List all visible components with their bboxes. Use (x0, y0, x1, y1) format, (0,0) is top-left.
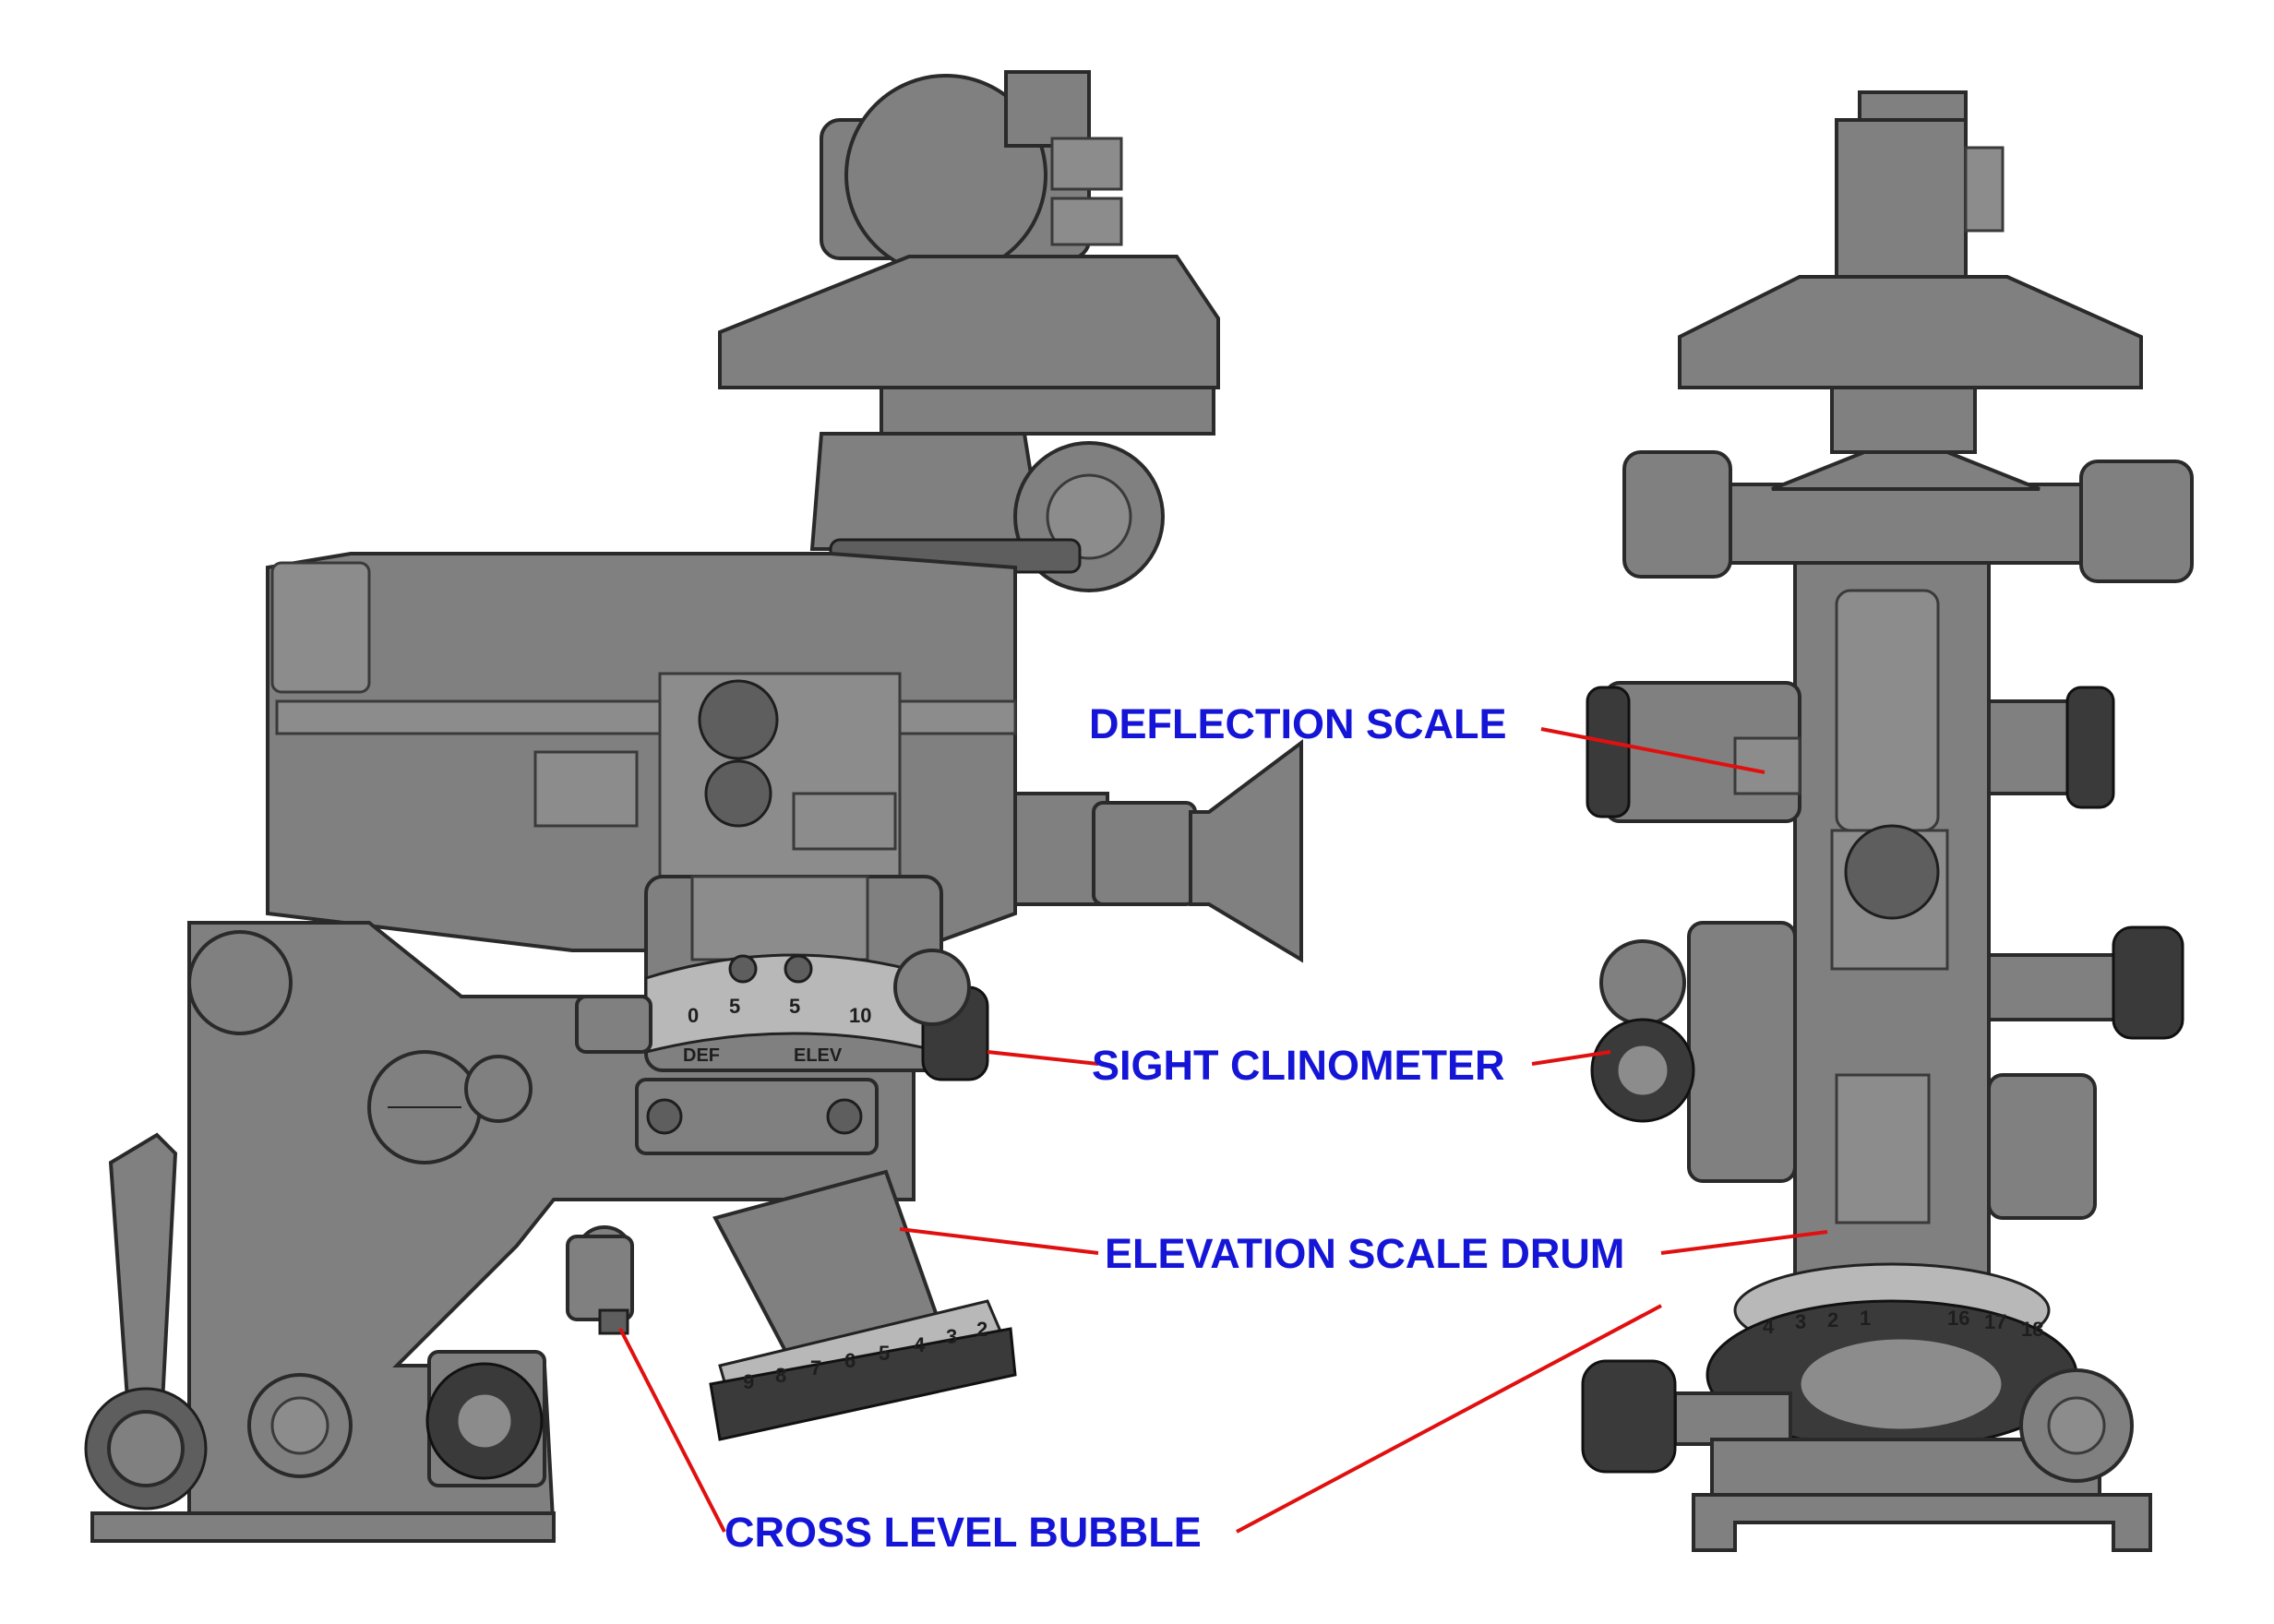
elevation-drum-number: 4 (1763, 1315, 1775, 1338)
elevation-drum-number: 18 (2021, 1318, 2043, 1341)
front-view-clinometer (1590, 921, 1797, 1183)
side-view-optic-head (820, 70, 1123, 277)
side-view-eyepiece (1013, 739, 1303, 963)
sight-side-view: 0 5 5 10 DEF ELEV 9 8 7 6 5 4 3 (84, 70, 1303, 1543)
front-view-optic-head (1835, 90, 2005, 279)
side-view-elevation-drum: 9 8 7 6 5 4 3 2 (709, 1169, 1017, 1441)
elev-scale-number: 10 (849, 1004, 871, 1027)
elevation-drum-number: 3 (1795, 1310, 1806, 1333)
elevation-drum-number: 6 (844, 1349, 856, 1372)
front-view-cap-plate (1678, 275, 2143, 389)
elevation-scale-drum-leader-left (899, 1227, 1099, 1255)
elevation-drum-number: 2 (976, 1318, 987, 1341)
elevation-drum-number: 3 (946, 1325, 957, 1348)
def-scale-number: 0 (688, 1004, 699, 1027)
elevation-drum-number: 16 (1947, 1307, 1969, 1330)
elevation-drum-number: 5 (879, 1342, 890, 1365)
deflection-scale-label: DEFLECTION SCALE (1089, 700, 1507, 747)
side-view-cap-plate (718, 255, 1220, 389)
elev-scale-number: 5 (789, 995, 800, 1018)
elev-scale-legend: ELEV (794, 1045, 843, 1066)
cross-level-bubble-leader-right (1236, 1304, 1662, 1534)
front-view-lower-right-box (1987, 1073, 2097, 1220)
cross-level-bubble-label: CROSS LEVEL BUBBLE (724, 1509, 1202, 1556)
elevation-drum-number: 9 (743, 1370, 754, 1393)
sight-clinometer-leader-right (1531, 1050, 1611, 1066)
leader-lines (618, 727, 1828, 1534)
elevation-drum-number: 1 (1860, 1307, 1871, 1330)
elevation-drum-number: 7 (810, 1356, 821, 1379)
elevation-drum-number: 2 (1827, 1308, 1838, 1331)
elevation-scale-drum-leader-right (1660, 1230, 1828, 1255)
sight-clinometer-leader-left (987, 1050, 1099, 1066)
front-view-crossbar (1622, 450, 2194, 583)
side-view-scale-plate: 0 5 5 10 DEF ELEV (644, 875, 943, 1072)
front-view-upper-right-knob (2065, 686, 2115, 809)
front-view-deflection-block (1586, 681, 1801, 823)
front-view-lower-left-knob (1581, 1359, 1677, 1474)
side-view-lever (84, 1132, 208, 1511)
elevation-drum-number: 8 (775, 1364, 786, 1387)
front-view-middle-right-knob (2112, 925, 2184, 1040)
sight-front-view: 4 3 2 1 16 17 18 (1581, 90, 2194, 1552)
side-view-cross-level-bubble (566, 1225, 634, 1335)
front-view-elevation-drum: 4 3 2 1 16 17 18 (1706, 1262, 2078, 1451)
front-view-base (1692, 1368, 2152, 1552)
side-view-collar (809, 432, 1046, 551)
def-scale-legend: DEF (683, 1045, 720, 1066)
deflection-scale-leader (1540, 727, 1765, 774)
elevation-drum-number: 4 (914, 1333, 926, 1356)
def-scale-number: 5 (729, 995, 740, 1018)
callout-labels: DEFLECTION SCALE SIGHT CLINOMETER ELEVAT… (724, 700, 1624, 1556)
sight-clinometer-label: SIGHT CLINOMETER (1092, 1042, 1505, 1089)
cross-level-bubble-leader-left (618, 1328, 726, 1533)
elevation-drum-number: 17 (1984, 1310, 2006, 1333)
elevation-scale-drum-label: ELEVATION SCALE DRUM (1105, 1230, 1624, 1277)
